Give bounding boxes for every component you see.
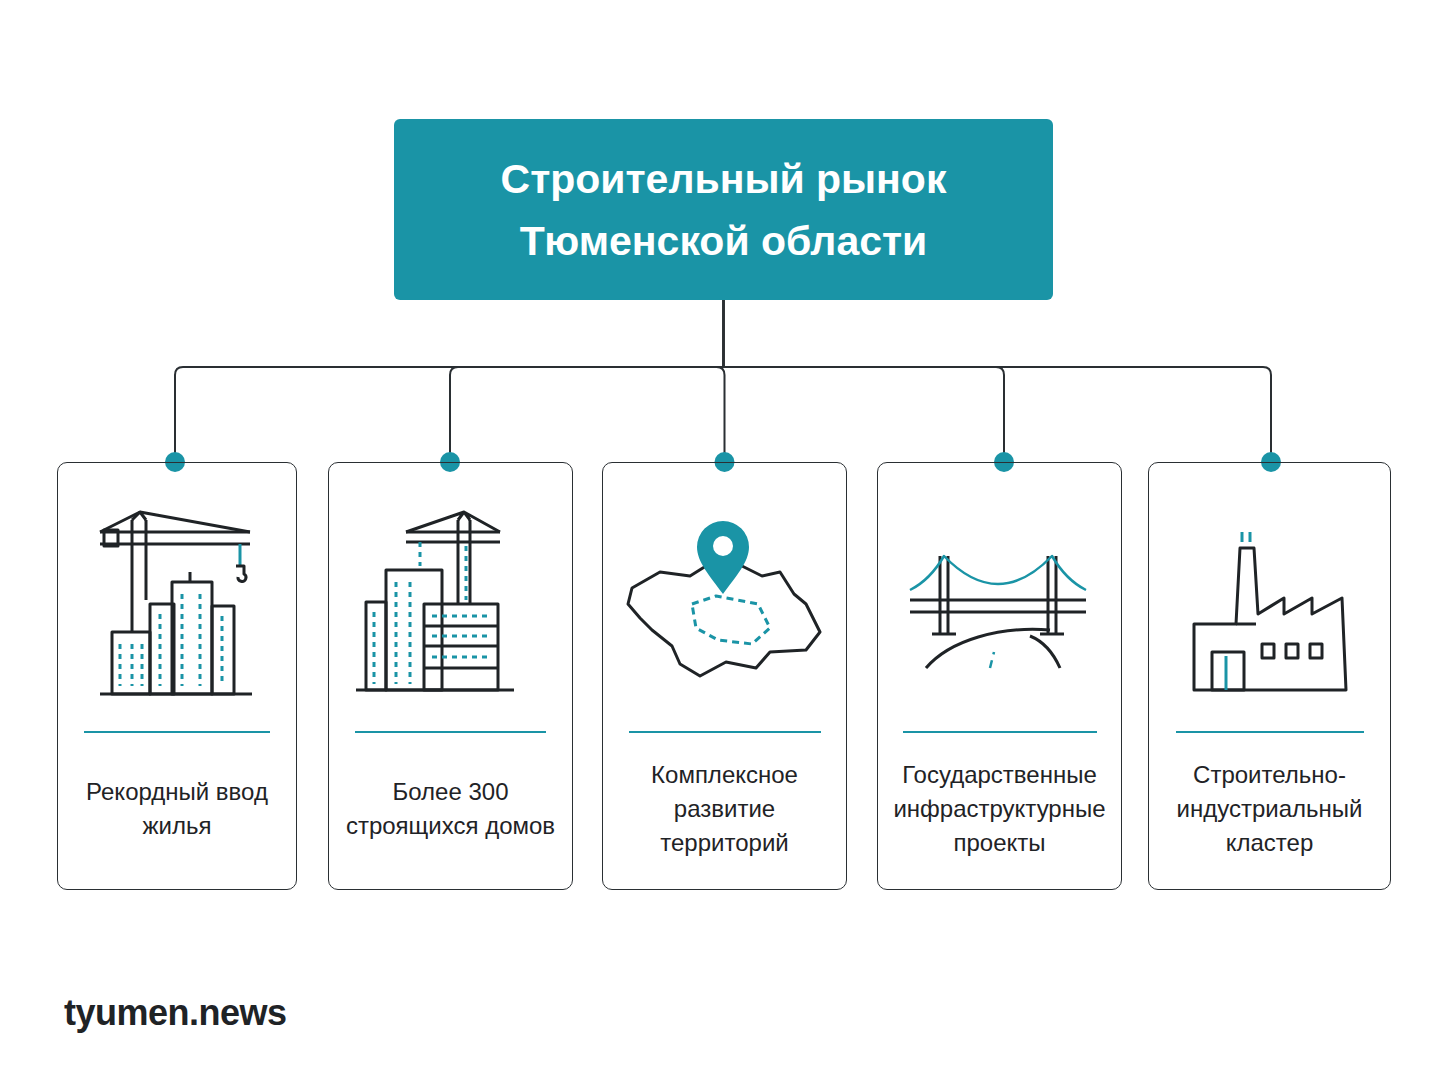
card-label: Комплексное развитие территорий xyxy=(609,758,840,860)
tree-connector xyxy=(165,300,724,472)
separator-line xyxy=(84,731,1364,733)
tree-connector xyxy=(724,300,1282,472)
category-card: Рекордный ввод жилья xyxy=(57,462,297,890)
tree-connector xyxy=(724,300,1015,472)
factory-icon xyxy=(1194,548,1346,690)
category-card: Государственные инфраструктурные проекты xyxy=(877,462,1122,890)
card-text-area: Государственные инфраструктурные проекты xyxy=(884,746,1115,871)
bridge-icon xyxy=(910,556,1086,668)
title-box: Строительный рынок Тюменской области xyxy=(394,119,1053,300)
card-text-area: Строительно-индустриальный кластер xyxy=(1155,746,1384,871)
category-card: Комплексное развитие территорий xyxy=(602,462,847,890)
construction-icon xyxy=(356,512,514,690)
tree-connector xyxy=(440,300,724,472)
card-label: Государственные инфраструктурные проекты xyxy=(884,758,1115,860)
card-label: Строительно-индустриальный кластер xyxy=(1155,758,1384,860)
card-label: Более 300 строящихся домов xyxy=(335,775,566,843)
title-label: Строительный рынок Тюменской области xyxy=(401,148,1046,272)
card-text-area: Комплексное развитие территорий xyxy=(609,746,840,871)
card-text-area: Более 300 строящихся домов xyxy=(335,746,566,871)
category-card: Строительно-индустриальный кластер xyxy=(1148,462,1391,890)
crane-building-icon xyxy=(100,512,252,694)
location-pin xyxy=(697,521,749,594)
card-text-area: Рекордный ввод жилья xyxy=(64,746,290,871)
category-card: Более 300 строящихся домов xyxy=(328,462,573,890)
card-label: Рекордный ввод жилья xyxy=(64,775,290,843)
watermark: tyumen.news xyxy=(64,992,287,1034)
